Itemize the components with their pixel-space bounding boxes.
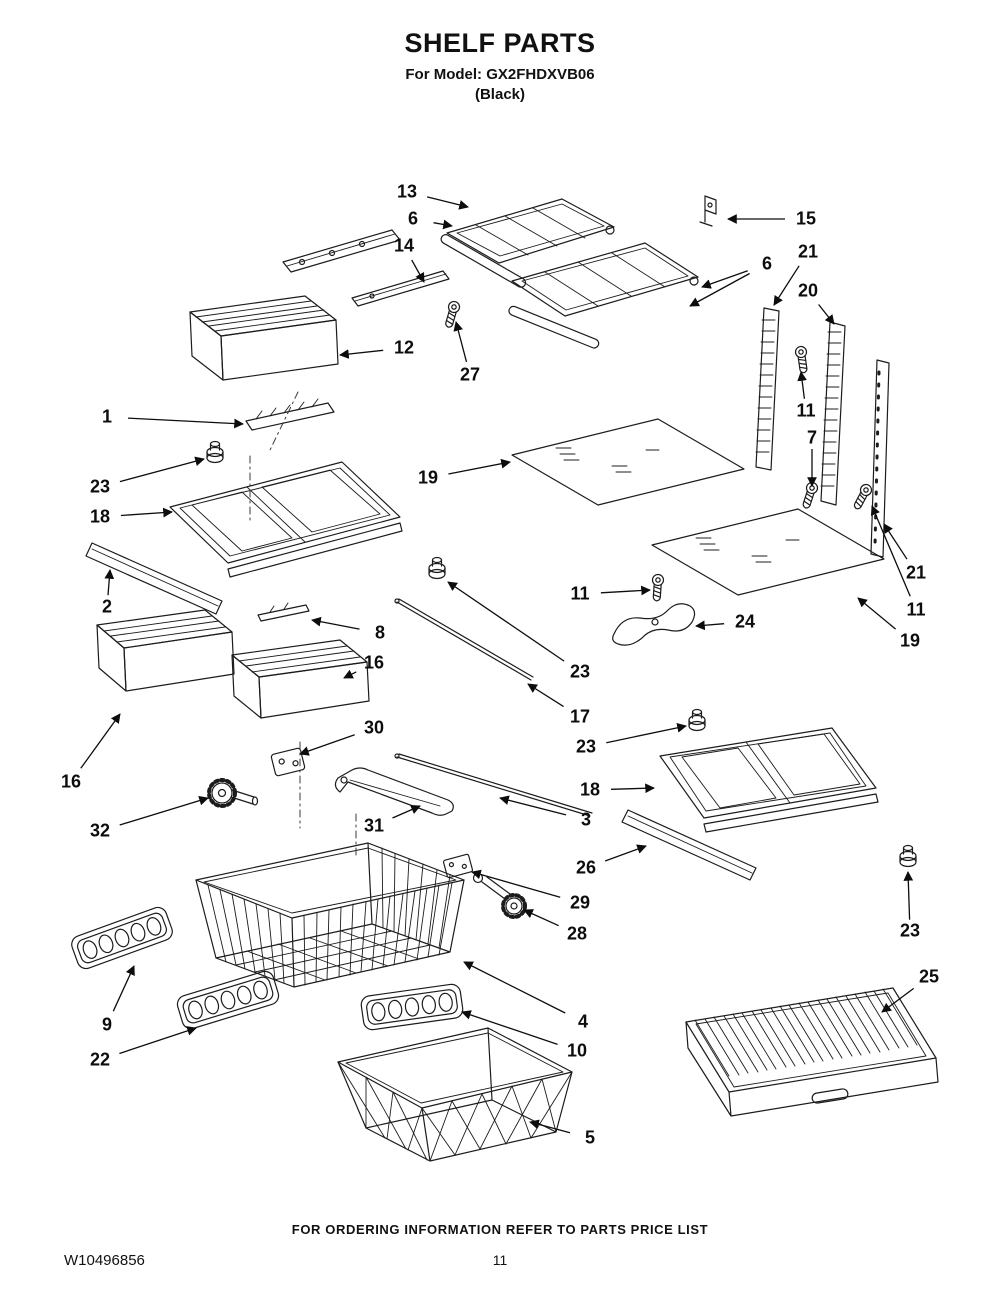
wire-basket-4 bbox=[195, 842, 465, 988]
screw-11-far-right bbox=[850, 481, 875, 512]
trim-strip-26 bbox=[621, 809, 757, 881]
bracket-30 bbox=[270, 747, 306, 777]
callout-arrow-16 bbox=[343, 669, 357, 679]
bracket-29 bbox=[442, 853, 474, 879]
callout-arrow-9 bbox=[112, 965, 135, 1012]
callout-arrow-6 bbox=[689, 272, 750, 307]
callout-arrows bbox=[80, 196, 915, 1134]
bracket-24 bbox=[612, 603, 696, 646]
ordering-note: FOR ORDERING INFORMATION REFER TO PARTS … bbox=[291, 1222, 709, 1237]
callout-arrow-21 bbox=[773, 265, 800, 306]
callout-arrow-16 bbox=[80, 713, 121, 769]
callout-arrow-30 bbox=[299, 734, 355, 756]
page-number: 11 bbox=[492, 1252, 508, 1268]
slide-rail-1 bbox=[245, 398, 335, 431]
callout-arrow-11 bbox=[600, 585, 651, 596]
callout-arrow-5 bbox=[529, 1119, 571, 1134]
callout-arrow-1 bbox=[127, 417, 244, 429]
callout-arrow-3 bbox=[499, 795, 567, 816]
callout-arrow-19 bbox=[857, 597, 897, 630]
peg-23-a bbox=[206, 440, 224, 464]
bracket-15 bbox=[699, 195, 717, 227]
rod-17 bbox=[394, 598, 534, 681]
callout-arrow-18 bbox=[610, 783, 655, 794]
handle-31 bbox=[334, 767, 454, 816]
callout-arrow-29 bbox=[471, 869, 561, 898]
callout-arrow-11 bbox=[870, 505, 911, 597]
callout-arrow-23 bbox=[447, 581, 565, 662]
color-line: (Black) bbox=[474, 86, 526, 103]
model-line: For Model: GX2FHDXVB06 bbox=[405, 66, 595, 83]
clip-8 bbox=[257, 602, 310, 622]
peg-23-b bbox=[428, 556, 446, 580]
shelf-rail-13 bbox=[282, 229, 401, 273]
callout-arrow-22 bbox=[119, 1026, 197, 1055]
callout-arrow-2 bbox=[104, 569, 115, 596]
peg-23-c bbox=[688, 708, 706, 732]
screw-11-top-right bbox=[794, 345, 810, 375]
glass-shelf-19-upper bbox=[511, 418, 745, 506]
callout-arrow-23 bbox=[903, 871, 914, 920]
wire-shelf-frame-upper bbox=[440, 198, 615, 288]
callout-arrow-21 bbox=[883, 523, 908, 560]
trim-strip-2 bbox=[85, 542, 223, 615]
callout-arrow-27 bbox=[453, 321, 468, 363]
screw-7 bbox=[799, 480, 820, 511]
screw-11-center bbox=[650, 573, 665, 602]
callout-arrow-23 bbox=[119, 456, 205, 483]
callout-arrow-25 bbox=[881, 987, 915, 1013]
side-grill-9 bbox=[68, 904, 176, 972]
callout-arrow-10 bbox=[461, 1010, 558, 1046]
callout-arrow-28 bbox=[523, 909, 559, 927]
callout-arrow-11 bbox=[797, 371, 807, 399]
callout-arrow-14 bbox=[411, 259, 425, 283]
crisper-bin-16-right bbox=[231, 639, 370, 719]
callout-arrow-6 bbox=[433, 219, 453, 230]
wire-shelf-frame-lower bbox=[508, 242, 699, 349]
rail-20 bbox=[820, 321, 846, 506]
shelf-frame-18-left bbox=[169, 461, 403, 578]
pantry-drawer-25 bbox=[685, 987, 939, 1117]
drawer-bin-12 bbox=[189, 295, 339, 381]
callout-arrow-19 bbox=[448, 458, 511, 475]
screw-27 bbox=[442, 299, 462, 330]
callout-arrow-32 bbox=[119, 795, 209, 826]
side-grill-10 bbox=[359, 982, 465, 1032]
roller-28 bbox=[472, 872, 527, 919]
callout-arrow-26 bbox=[604, 844, 647, 862]
callout-arrow-18 bbox=[120, 507, 173, 518]
peg-23-d bbox=[899, 844, 917, 868]
page-title: SHELF PARTS bbox=[404, 28, 596, 58]
callout-arrow-17 bbox=[527, 683, 564, 708]
callout-arrow-24 bbox=[695, 620, 725, 631]
wire-basket-5 bbox=[337, 1027, 573, 1162]
shelf-frame-18-right bbox=[659, 727, 879, 833]
gear-32 bbox=[207, 778, 259, 808]
callout-arrow-13 bbox=[426, 196, 469, 210]
rail-21-right bbox=[870, 359, 890, 558]
callout-arrow-20 bbox=[818, 304, 835, 325]
glass-shelf-19-lower bbox=[651, 508, 885, 596]
rail-21-left bbox=[755, 307, 780, 471]
assembly-guide-lines bbox=[249, 391, 357, 857]
callout-arrow-8 bbox=[311, 616, 360, 630]
crisper-bin-16-left bbox=[96, 609, 235, 692]
callout-arrow-6 bbox=[701, 270, 748, 289]
shelf-rail-14 bbox=[351, 270, 450, 307]
callout-arrow-23 bbox=[606, 723, 687, 744]
callout-arrow-4 bbox=[463, 961, 566, 1014]
document-number: W10496856 bbox=[64, 1252, 145, 1269]
callout-arrow-31 bbox=[392, 805, 421, 819]
side-grill-22 bbox=[174, 968, 282, 1032]
callout-arrow-12 bbox=[339, 349, 384, 359]
rod-3 bbox=[394, 753, 593, 817]
